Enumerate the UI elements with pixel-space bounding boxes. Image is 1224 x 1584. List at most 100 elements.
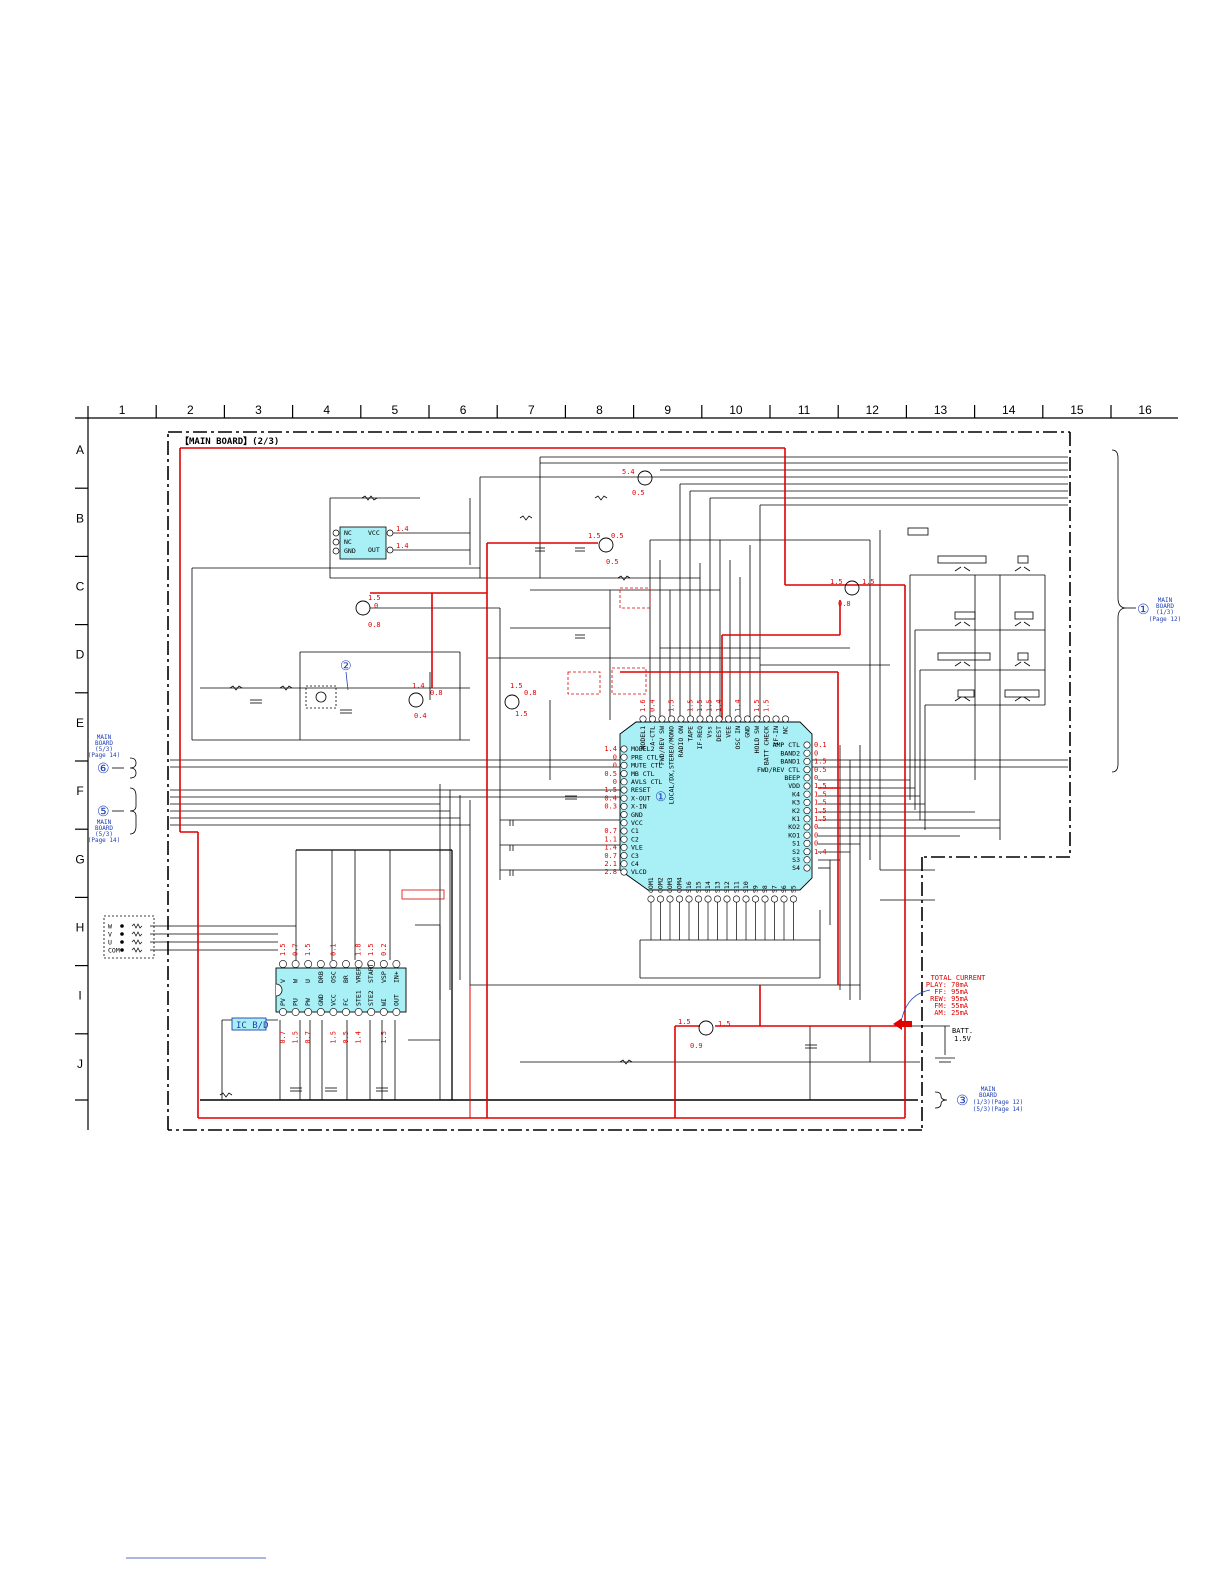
ic1-pin-label: IF-REQ — [696, 726, 704, 750]
connector-right-marker: ① — [1137, 602, 1150, 618]
ic1-pin-voltage: 2.8 — [604, 868, 617, 876]
ic1-pin-voltage: 1.5 — [696, 699, 704, 712]
ic1-pin — [705, 715, 713, 723]
transistor-q-b8: 1.5 0.5 0.5 — [588, 532, 624, 566]
small-ic-pin — [386, 529, 394, 537]
small-ic-pin-label: GND — [344, 547, 356, 555]
connector-bottom: ③ MAIN BOARD (1/3)(Page 12) (5/3)(Page 1… — [934, 1086, 1023, 1113]
ic1-pin-label: S11 — [733, 881, 741, 893]
ic1-pin-label: S4 — [792, 864, 800, 872]
ic1-pin — [685, 895, 693, 903]
svg-text:0.8: 0.8 — [430, 689, 443, 697]
ic1-pin — [803, 839, 811, 847]
marker-2: ② — [340, 659, 352, 674]
ic1-pin-label: S14 — [704, 881, 712, 893]
small-ic-pin — [386, 546, 394, 554]
board-outline — [167, 431, 1071, 1131]
svg-text:PLAY: 70mA: PLAY: 70mA — [926, 981, 969, 989]
ic1-pin — [751, 895, 759, 903]
ic1-pin — [677, 715, 685, 723]
ic1-pin-label: S2 — [792, 848, 800, 856]
ic-bd-pin-voltage: 1.4 — [355, 1031, 363, 1044]
ic1-pin-label: VDD — [788, 782, 800, 790]
passive-components — [219, 495, 817, 1098]
ic-bd-pin — [304, 960, 313, 968]
small-ic-pin-label: VCC — [368, 529, 380, 537]
ic1-pin-voltage: 0.1 — [814, 741, 827, 749]
ic-bd-pin-label: VSP — [380, 971, 388, 983]
ic1-pin — [803, 766, 811, 774]
ic1-pin — [803, 790, 811, 798]
svg-text:0.8: 0.8 — [524, 689, 537, 697]
ic1-pin — [667, 715, 675, 723]
ic1-pin-label: FWD/REV SW — [658, 726, 666, 765]
ic1-pin-label: S7 — [771, 885, 779, 893]
red-label-box — [401, 889, 445, 900]
ic-bd-pin — [291, 1008, 300, 1016]
ic1-pin-label: Vss — [706, 726, 714, 738]
ic-bd-pin-voltage: 1.8 — [355, 943, 363, 956]
transistor-q-i10: 1.5 1.5 0.9 — [678, 1018, 731, 1050]
svg-text:(1/3): (1/3) — [1156, 609, 1174, 616]
connector-left-top: MAIN BOARD (5/3) (Page 14) ⑥ — [88, 734, 137, 779]
ic1-pin — [803, 798, 811, 806]
ic1-pin-label: COM4 — [676, 877, 684, 893]
ic-bd-pin-voltage: 1.5 — [304, 943, 312, 956]
ic1-pin-label: MUTE CTL — [631, 762, 662, 770]
svg-text:BATT.: BATT. — [952, 1027, 973, 1035]
ic-bd-pin — [379, 1008, 388, 1016]
svg-text:BOARD: BOARD — [1156, 603, 1174, 610]
ic1-pin — [656, 895, 664, 903]
ic-bd-pin-voltage: 0.7 — [304, 1031, 312, 1044]
svg-text:1.5: 1.5 — [515, 710, 528, 718]
ic-bd-pin — [354, 960, 363, 968]
svg-text:TOTAL CURRENT: TOTAL CURRENT — [931, 974, 987, 982]
motor-terminal-inductor — [131, 939, 143, 945]
motor-terminal — [120, 924, 124, 928]
ic1-pin-label: VLCD — [631, 868, 647, 876]
svg-text:(Page 14): (Page 14) — [88, 752, 121, 759]
ic1-pin — [761, 895, 769, 903]
motor-terminal — [120, 940, 124, 944]
svg-text:MAIN: MAIN — [981, 1086, 996, 1093]
svg-text:FM: 55mA: FM: 55mA — [934, 1002, 969, 1010]
ic-bd-pin — [279, 1008, 287, 1016]
ic1-pin-voltage: 0.3 — [604, 803, 617, 811]
ic1-pin-voltage: 1.5 — [604, 786, 617, 794]
motor-terminal-inductor — [131, 923, 143, 929]
ic1-pin-voltage: 1.4 — [715, 699, 723, 712]
grid-column-label: 12 — [866, 403, 880, 417]
ic1-pin-label: COM1 — [647, 877, 655, 893]
svg-text:MAIN: MAIN — [97, 819, 112, 826]
ic1-pin-voltage: 1.5 — [668, 699, 676, 712]
ic1-pin — [620, 753, 628, 761]
ic-bd-pin-voltage: 1.5 — [329, 1031, 337, 1044]
ic-bd-pin — [316, 1008, 325, 1016]
ic1-pin — [658, 715, 666, 723]
grid-column-label: 3 — [255, 403, 262, 417]
ic-bd-pin-label: BR — [342, 975, 350, 983]
ic1-pin-voltage: 0.7 — [604, 827, 617, 835]
grid-column-label: 11 — [798, 403, 811, 417]
ic1-pin-voltage: 2.1 — [604, 860, 617, 868]
ic1-pin — [620, 811, 628, 819]
small-ic-pin — [332, 529, 340, 537]
ic1-pin — [803, 848, 811, 856]
ic-bd-pin — [367, 960, 376, 968]
total-current-note: TOTAL CURRENT PLAY: 70mA FF: 95mA REW: 9… — [893, 974, 986, 1030]
ic1-pin-label: K2 — [792, 807, 800, 815]
ic1-pin-voltage: 1.4 — [604, 745, 617, 753]
ic1-pin-voltage: 1.5 — [814, 790, 827, 798]
ic1-pin — [780, 895, 788, 903]
svg-text:REW: 95mA: REW: 95mA — [930, 995, 969, 1003]
ic-bd-pin-voltage: 1.5 — [292, 1031, 300, 1044]
ic1-pin-voltage: 1.5 — [814, 815, 827, 823]
ic1-pin-voltage: 0.4 — [649, 699, 657, 712]
ic1-pin-voltage: 0.5 — [814, 766, 827, 774]
svg-text:(5/3): (5/3) — [95, 746, 113, 753]
ic1-pin — [743, 715, 751, 723]
ic1-pin-label: S3 — [792, 856, 800, 864]
ic1-pin-label: X-OUT — [631, 794, 651, 802]
ic-bd-pin — [316, 960, 325, 968]
